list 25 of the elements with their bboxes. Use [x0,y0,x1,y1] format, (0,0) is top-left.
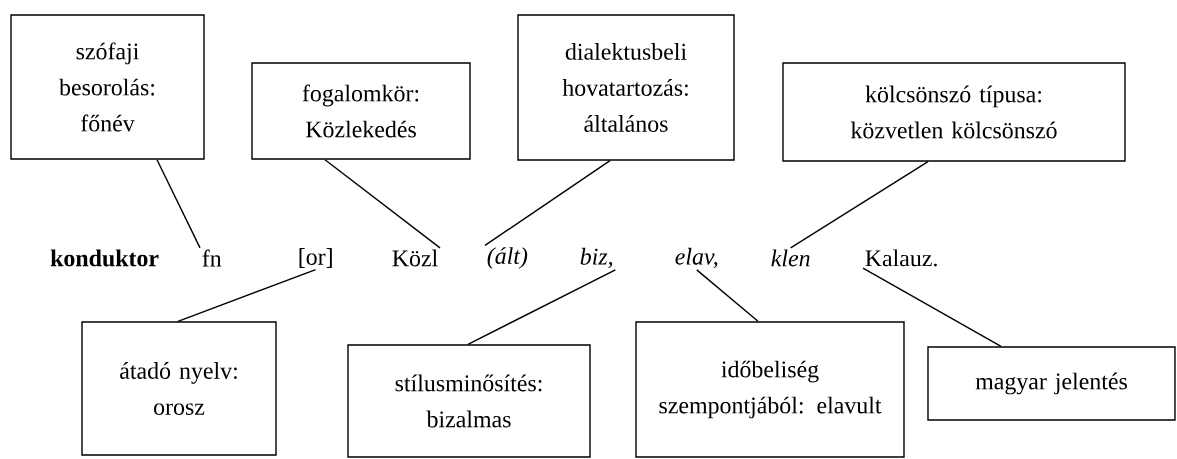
label-box: szófaji besorolás: főnév [10,14,205,160]
label-box: magyar jelentés [927,346,1176,421]
leader-line [324,159,441,249]
leader-line [484,160,611,247]
abbreviation: klen [771,249,810,267]
abbreviation: Kalauz. [865,249,937,267]
abbreviation: [or] [299,248,332,268]
label-box: kölcsönszó típusa: közvetlen kölcsönszó [782,62,1126,162]
leader-line [156,159,201,249]
leader-line [862,267,1002,347]
leader-line [467,269,617,345]
label-box: fogalomkör: Közlekedés [251,62,471,160]
leader-line [696,269,759,322]
label-box: átadó nyelv: orosz [81,321,277,456]
abbreviation: Közl [392,249,438,267]
leader-line [789,161,929,249]
abbreviation: biz, [580,247,613,269]
label-box: dialektusbeli hovatartozás: általános [517,14,735,161]
abbreviation: elav, [675,247,718,269]
leader-line [177,268,317,322]
abbreviation: fn [202,249,222,267]
headword: konduktor [50,249,159,267]
label-box: időbeliség szempontjából: elavult [635,321,905,458]
abbreviation: (ált) [487,247,528,269]
label-box: stílusminősítés: bizalmas [347,344,591,458]
